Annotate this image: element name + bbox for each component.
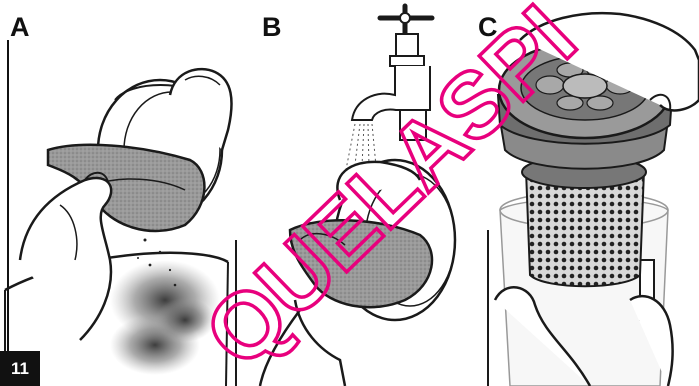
panel-label-b: B xyxy=(262,14,282,41)
panel-label-a: A xyxy=(10,14,30,41)
panel-label-c: C xyxy=(478,14,498,41)
panel-a-drawing xyxy=(5,69,232,386)
page-number: 11 xyxy=(0,351,40,386)
hand-bottom xyxy=(20,178,111,340)
